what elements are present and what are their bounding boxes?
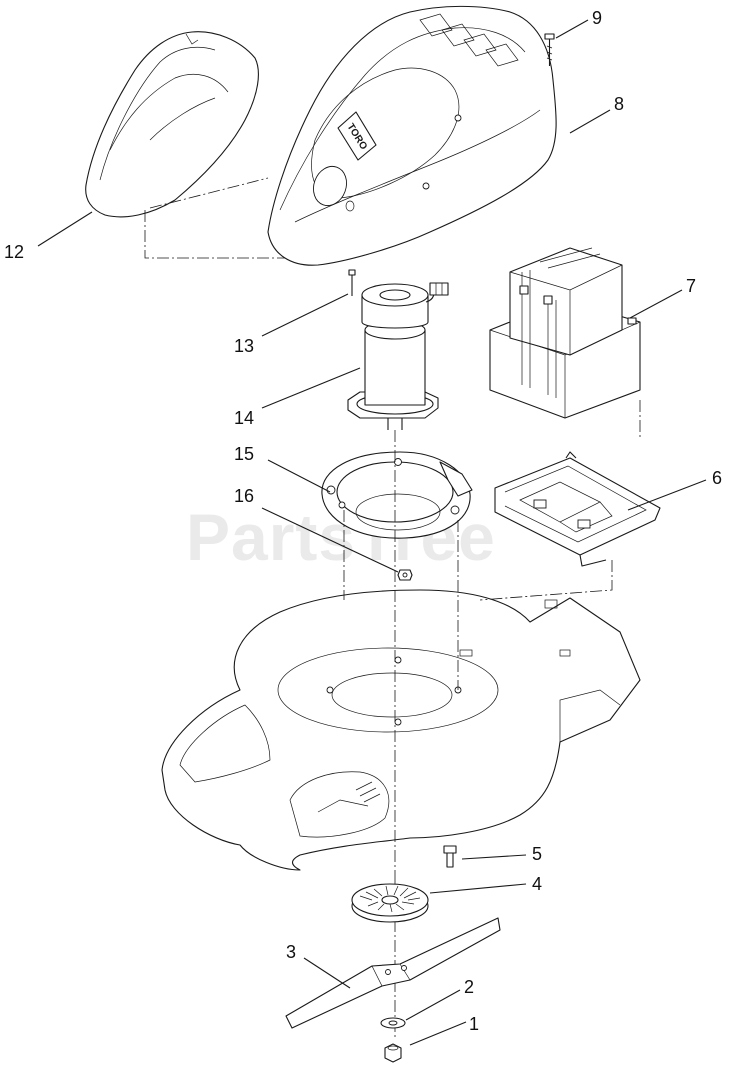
centerline-12 — [144, 177, 290, 259]
centerline-tray — [479, 400, 641, 601]
callout-5: 5 — [532, 844, 542, 864]
part-9-screw — [544, 33, 555, 66]
callout-15: 15 — [234, 444, 254, 464]
part-12-cover — [85, 31, 259, 218]
part-15-housing — [321, 451, 473, 539]
part-5-bolt — [443, 845, 457, 868]
leader-15 — [267, 459, 331, 493]
leader-9 — [555, 19, 589, 39]
part-8-shroud: TORO — [267, 5, 557, 266]
callout-1: 1 — [469, 1014, 479, 1034]
leader-3 — [303, 957, 351, 989]
callout-4: 4 — [532, 874, 542, 894]
callout-8: 8 — [614, 94, 624, 114]
leader-14 — [261, 367, 361, 409]
leader-8 — [569, 109, 611, 134]
callout-13: 13 — [234, 336, 254, 356]
part-16-nut — [397, 569, 413, 581]
leader-6 — [627, 479, 707, 511]
part-4-fan — [351, 883, 429, 923]
mower-deck — [161, 589, 641, 871]
part-14-motor — [347, 282, 449, 430]
callout-9: 9 — [592, 8, 602, 28]
leader-2 — [405, 989, 461, 1021]
leader-16 — [261, 507, 399, 573]
leader-12 — [37, 211, 93, 247]
centerline-housing — [343, 510, 459, 690]
part-13-screw — [348, 269, 356, 296]
leader-1 — [409, 1021, 467, 1046]
leader-13 — [261, 293, 349, 337]
callout-14: 14 — [234, 408, 254, 428]
callout-3: 3 — [286, 942, 296, 962]
callout-6: 6 — [712, 468, 722, 488]
part-3-blade — [285, 917, 501, 1029]
callout-16: 16 — [234, 486, 254, 506]
callout-7: 7 — [686, 276, 696, 296]
leader-4 — [429, 883, 527, 894]
leader-7 — [629, 289, 683, 319]
part-1-nut — [384, 1043, 402, 1063]
callout-12: 12 — [4, 242, 24, 262]
callout-2: 2 — [464, 977, 474, 997]
part-7-battery — [489, 247, 641, 419]
leader-5 — [461, 854, 527, 860]
part-2-washer — [380, 1017, 406, 1029]
part-6-tray — [494, 451, 661, 567]
